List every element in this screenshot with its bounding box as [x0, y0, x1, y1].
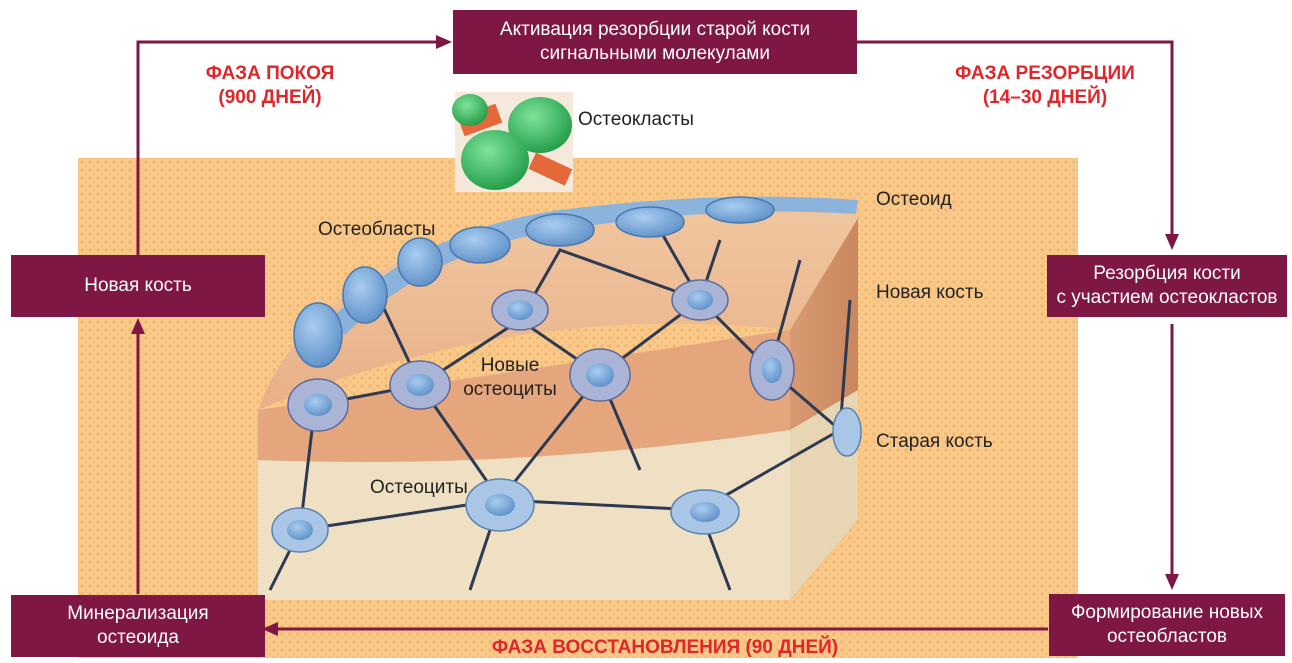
activation-box: Активация резорбции старой кости сигналь… [453, 10, 857, 74]
old-bone-label: Старая кость [876, 430, 993, 454]
new-bone-label: Новая кость [876, 281, 984, 305]
osteocytes-label: Остеоциты [370, 476, 468, 500]
formation-box: Формирование новых остеобластов [1049, 594, 1285, 656]
osteoblasts-label: Остеобласты [318, 218, 435, 242]
resorption-box: Резорбция кости с участием остеокластов [1047, 255, 1287, 317]
resorption-phase-label: ФАЗА РЕЗОРБЦИИ (14–30 ДНЕЙ) [935, 62, 1155, 110]
restoration-phase-label: ФАЗА ВОССТАНОВЛЕНИЯ (90 ДНЕЙ) [470, 636, 860, 660]
new-bone-box: Новая кость [11, 255, 265, 317]
new-osteocytes-label: Новые остеоциты [455, 354, 565, 402]
osteoclast-image [452, 92, 573, 192]
osteoid-label: Остеоид [876, 188, 952, 212]
mineralization-box: Минерализация остеоида [11, 595, 265, 657]
rest-phase-label: ФАЗА ПОКОЯ (900 ДНЕЙ) [170, 62, 370, 110]
osteoclasts-label: Остеокласты [578, 108, 694, 132]
